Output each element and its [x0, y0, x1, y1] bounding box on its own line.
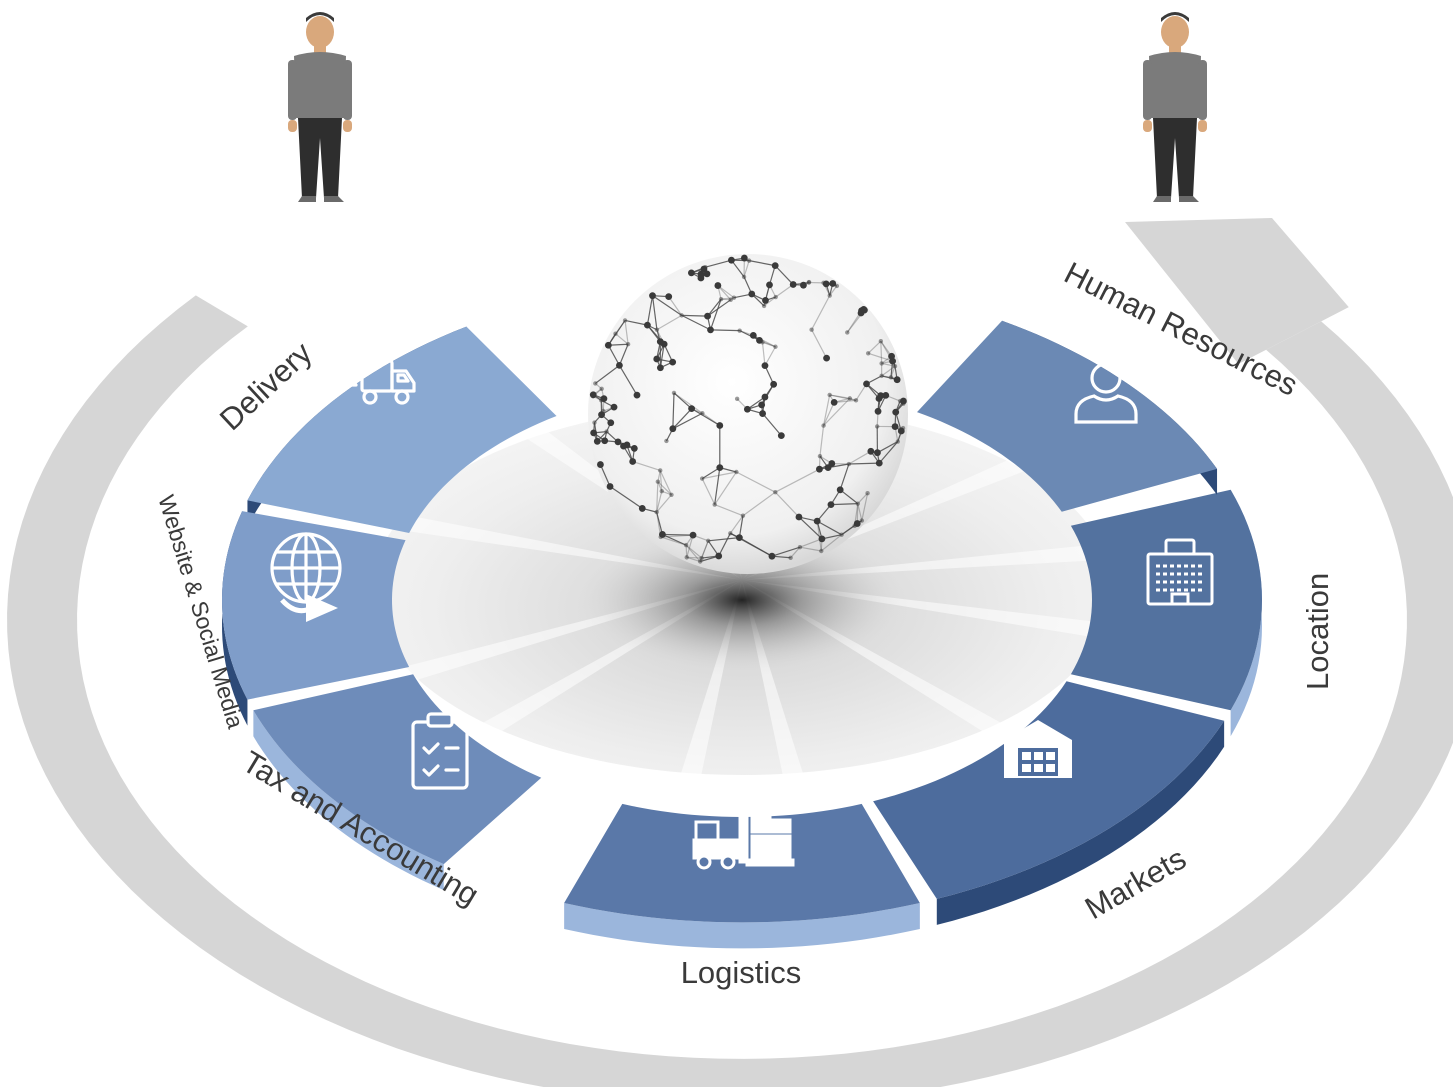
business-person-icon — [288, 12, 352, 202]
circular-arrow-icon — [7, 218, 1453, 1087]
segment-ring — [222, 320, 1262, 949]
segment-location — [1070, 489, 1262, 711]
label-location: Location — [1300, 573, 1335, 690]
segment-delivery — [247, 326, 557, 533]
segment-edge-markets — [936, 720, 1225, 925]
clipboard-checklist-icon — [411, 712, 469, 790]
segment-edge-logistics — [564, 902, 920, 949]
delivery-truck-icon — [334, 359, 416, 405]
segment-icons — [270, 359, 1214, 870]
segment-markets — [873, 681, 1225, 899]
globe-arrow-icon — [270, 532, 342, 622]
segment-human_resources — [917, 320, 1218, 512]
warehouse-icon — [1004, 720, 1072, 778]
network-globe-icon — [588, 254, 908, 574]
label-logistics: Logistics — [681, 955, 802, 990]
segment-tax — [253, 674, 542, 865]
forklift-icon — [692, 808, 795, 870]
person-icon — [1074, 362, 1138, 424]
sphere-shadow — [572, 525, 912, 675]
office-building-icon — [1146, 538, 1214, 606]
segment-edge-tax — [253, 710, 444, 891]
label-delivery: Delivery — [213, 335, 319, 437]
business-person-icon — [1143, 12, 1207, 202]
